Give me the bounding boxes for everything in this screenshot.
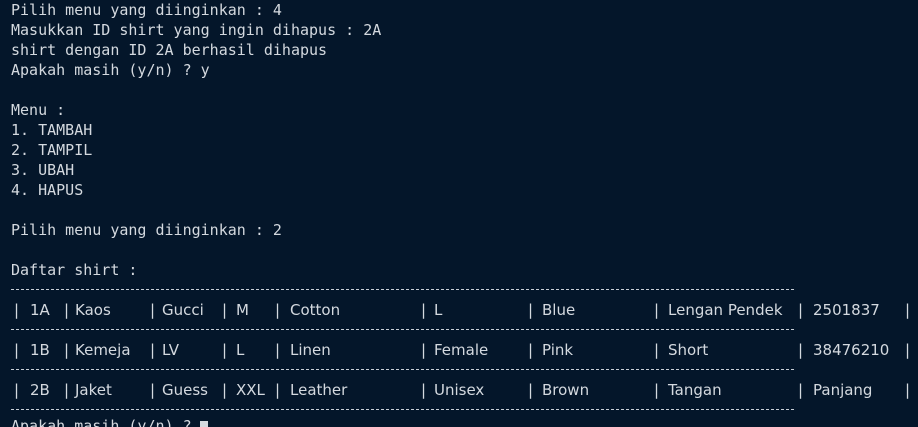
cell-size: L <box>236 341 245 359</box>
cell-price: 38476210 <box>813 341 890 359</box>
menu-item-tampil: 2. TAMPIL <box>11 141 93 159</box>
cell-type: Jaket <box>75 381 112 399</box>
column-divider: | <box>903 381 913 399</box>
cell-color: Brown <box>542 381 590 399</box>
column-divider: | <box>62 381 72 399</box>
cell-size: XXL <box>236 381 265 399</box>
menu-title: Menu : <box>11 101 66 119</box>
cell-brand: Gucci <box>162 301 204 319</box>
column-divider: | <box>62 341 72 359</box>
cell-material: Leather <box>290 381 348 399</box>
column-divider: | <box>903 301 913 319</box>
cell-type: Kaos <box>75 301 111 319</box>
column-divider: | <box>419 301 429 319</box>
cell-sleeve: Lengan Pendek <box>668 301 783 319</box>
cell-gender: L <box>434 301 443 319</box>
cell-id: 2B <box>30 381 50 399</box>
cell-color: Pink <box>542 341 574 359</box>
cell-id: 1B <box>30 341 50 359</box>
column-divider: | <box>796 301 806 319</box>
cell-id: 1A <box>30 301 50 319</box>
menu-item-hapus: 4. HAPUS <box>11 181 84 199</box>
cell-gender: Unisex <box>434 381 485 399</box>
output-line: Pilih menu yang diinginkan : 4 <box>11 1 282 19</box>
column-divider: | <box>903 341 913 359</box>
column-divider: | <box>273 381 283 399</box>
column-divider: | <box>273 301 283 319</box>
column-divider: | <box>526 341 536 359</box>
cell-sleeve: Tangan <box>668 381 722 399</box>
column-divider: | <box>796 341 806 359</box>
column-divider: | <box>148 301 158 319</box>
cell-size: M <box>236 301 249 319</box>
prompt-line: Apakah masih (y/n) ? <box>11 417 201 427</box>
column-divider: | <box>652 301 662 319</box>
column-divider: | <box>526 301 536 319</box>
text-cursor[interactable] <box>200 421 208 427</box>
cell-brand: LV <box>162 341 179 359</box>
output-line: Masukkan ID shirt yang ingin dihapus : 2… <box>11 21 382 39</box>
menu-item-ubah: 3. UBAH <box>11 161 75 179</box>
output-line: Apakah masih (y/n) ? y <box>11 61 210 79</box>
menu-item-tambah: 1. TAMBAH <box>11 121 93 139</box>
cell-material: Linen <box>290 341 331 359</box>
output-line: shirt dengan ID 2A berhasil dihapus <box>11 41 328 59</box>
cell-price: 2501837 <box>813 301 880 319</box>
cell-material: Cotton <box>290 301 341 319</box>
column-divider: | <box>796 381 806 399</box>
list-title: Daftar shirt : <box>11 261 138 279</box>
output-line: Pilih menu yang diinginkan : 2 <box>11 221 282 239</box>
cell-brand: Guess <box>162 381 208 399</box>
cell-type: Kemeja <box>75 341 131 359</box>
cell-price: Panjang <box>813 381 873 399</box>
column-divider: | <box>273 341 283 359</box>
column-divider: | <box>148 381 158 399</box>
table-separator <box>11 289 794 290</box>
cell-gender: Female <box>434 341 489 359</box>
column-divider: | <box>12 341 22 359</box>
column-divider: | <box>148 341 158 359</box>
column-divider: | <box>12 381 22 399</box>
table-separator <box>11 329 794 330</box>
column-divider: | <box>419 381 429 399</box>
column-divider: | <box>12 301 22 319</box>
column-divider: | <box>652 381 662 399</box>
column-divider: | <box>652 341 662 359</box>
column-divider: | <box>526 381 536 399</box>
table-separator <box>11 409 794 410</box>
column-divider: | <box>220 301 230 319</box>
column-divider: | <box>220 341 230 359</box>
cell-sleeve: Short <box>668 341 709 359</box>
column-divider: | <box>62 301 72 319</box>
column-divider: | <box>419 341 429 359</box>
cell-color: Blue <box>542 301 576 319</box>
table-separator <box>11 369 794 370</box>
column-divider: | <box>220 381 230 399</box>
